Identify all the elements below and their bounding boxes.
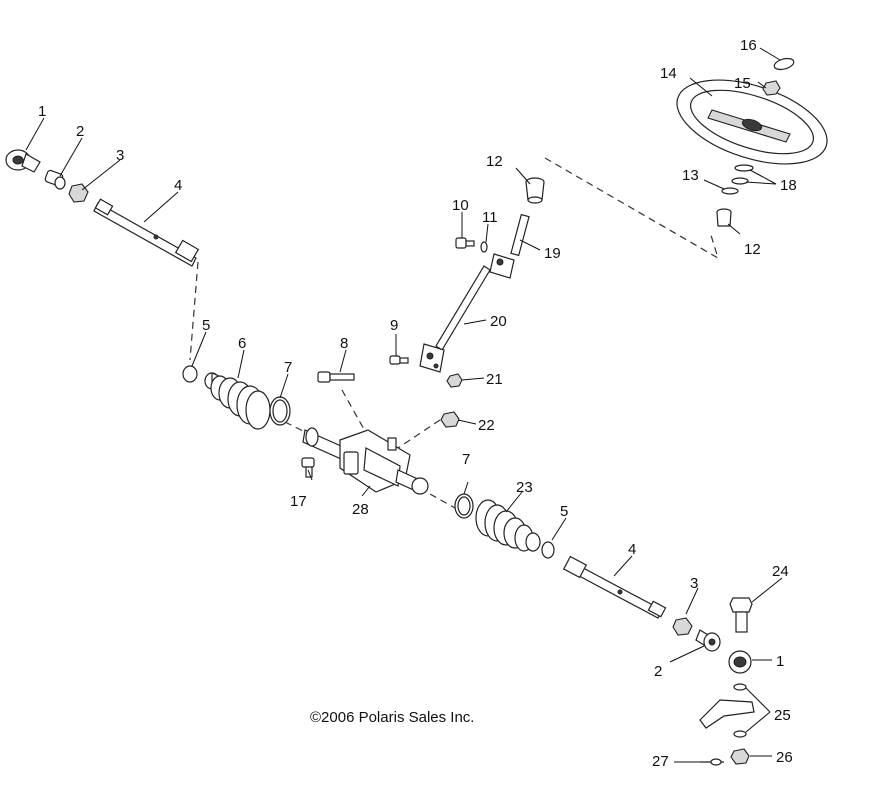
bolt-17: [301, 457, 315, 478]
callout-5-left: 5: [202, 317, 210, 334]
nut-26: [730, 748, 750, 765]
ball-joint-right: [728, 650, 752, 674]
boot-left: [204, 372, 271, 430]
callout-10: 10: [452, 197, 469, 214]
callout-14: 14: [660, 65, 677, 82]
tie-rod-right: [562, 555, 667, 619]
routing-line-clamp: [284, 421, 306, 433]
callout-4-right: 4: [628, 541, 636, 558]
bolt-8: [317, 371, 355, 383]
clamp-small-left: [182, 365, 198, 383]
hex-nut-left: [68, 183, 89, 203]
bushing-12-upper: [525, 177, 545, 204]
callout-16: 16: [740, 37, 757, 54]
rack-and-pinion: [302, 427, 429, 495]
bolt-10: [455, 237, 475, 249]
bolt-9: [389, 355, 409, 365]
leader-lines: [25, 47, 783, 763]
u-joint-upper: [489, 213, 530, 279]
callout-15: 15: [734, 75, 751, 92]
callout-11: 11: [482, 209, 498, 226]
washer-11: [480, 241, 488, 253]
callout-24: 24: [772, 563, 789, 580]
nut-15: [762, 80, 781, 96]
steering-wheel: [676, 79, 828, 165]
callout-3-right: 3: [690, 575, 698, 592]
bolt-24: [729, 597, 753, 633]
hex-nut-right: [672, 617, 693, 636]
callout-13: 13: [682, 167, 699, 184]
routing-line-left: [189, 261, 199, 361]
callout-17: 17: [290, 493, 307, 510]
callout-12-upper: 12: [486, 153, 503, 170]
callout-5-right: 5: [560, 503, 568, 520]
bracket: [699, 699, 755, 729]
washer-13: [721, 187, 739, 195]
jam-nut-left: [44, 169, 66, 190]
cap-16: [773, 57, 795, 71]
routing-line-top: [544, 157, 720, 260]
callout-3-left: 3: [116, 147, 124, 164]
callout-18: 18: [780, 177, 797, 194]
callout-8: 8: [340, 335, 348, 352]
callout-2-right: 2: [654, 663, 662, 680]
tie-rod-end-left: [5, 149, 41, 173]
callout-7-left: 7: [284, 359, 292, 376]
clamp-large-left: [269, 396, 291, 426]
callout-4-left: 4: [174, 177, 182, 194]
steering-shaft: [435, 265, 491, 351]
callout-2-left: 2: [76, 123, 84, 140]
nut-21: [446, 373, 463, 388]
cotter-pin-27: [700, 758, 724, 766]
washers-18: [731, 164, 754, 185]
callout-23: 23: [516, 479, 533, 496]
callout-20: 20: [490, 313, 507, 330]
washer-25-lower: [733, 730, 747, 738]
callout-25: 25: [774, 707, 791, 724]
bushing-12-lower: [716, 208, 732, 227]
callout-28: 28: [352, 501, 369, 518]
callout-6: 6: [238, 335, 246, 352]
clamp-small-right: [541, 541, 555, 559]
callout-19: 19: [544, 245, 561, 262]
u-joint-lower: [419, 343, 445, 373]
washer-25-upper: [733, 683, 747, 691]
callout-9: 9: [390, 317, 398, 334]
callout-7-right: 7: [462, 451, 470, 468]
routing-line-bolt: [341, 389, 371, 441]
callout-12-lower: 12: [744, 241, 761, 258]
callout-26: 26: [776, 749, 793, 766]
callout-27: 27: [652, 753, 669, 770]
routing-line-shaft: [391, 419, 441, 453]
tie-rod-end-right: [695, 629, 721, 652]
routing-line-right: [429, 493, 456, 509]
callout-1-left: 1: [38, 103, 46, 120]
boot-right: [475, 499, 541, 552]
clamp-large-right: [454, 493, 474, 519]
callout-22: 22: [478, 417, 495, 434]
copyright-text: ©2006 Polaris Sales Inc.: [310, 709, 474, 726]
callout-1-right: 1: [776, 653, 784, 670]
callout-21: 21: [486, 371, 503, 388]
nut-22: [440, 411, 460, 428]
tie-rod-left: [93, 198, 200, 267]
